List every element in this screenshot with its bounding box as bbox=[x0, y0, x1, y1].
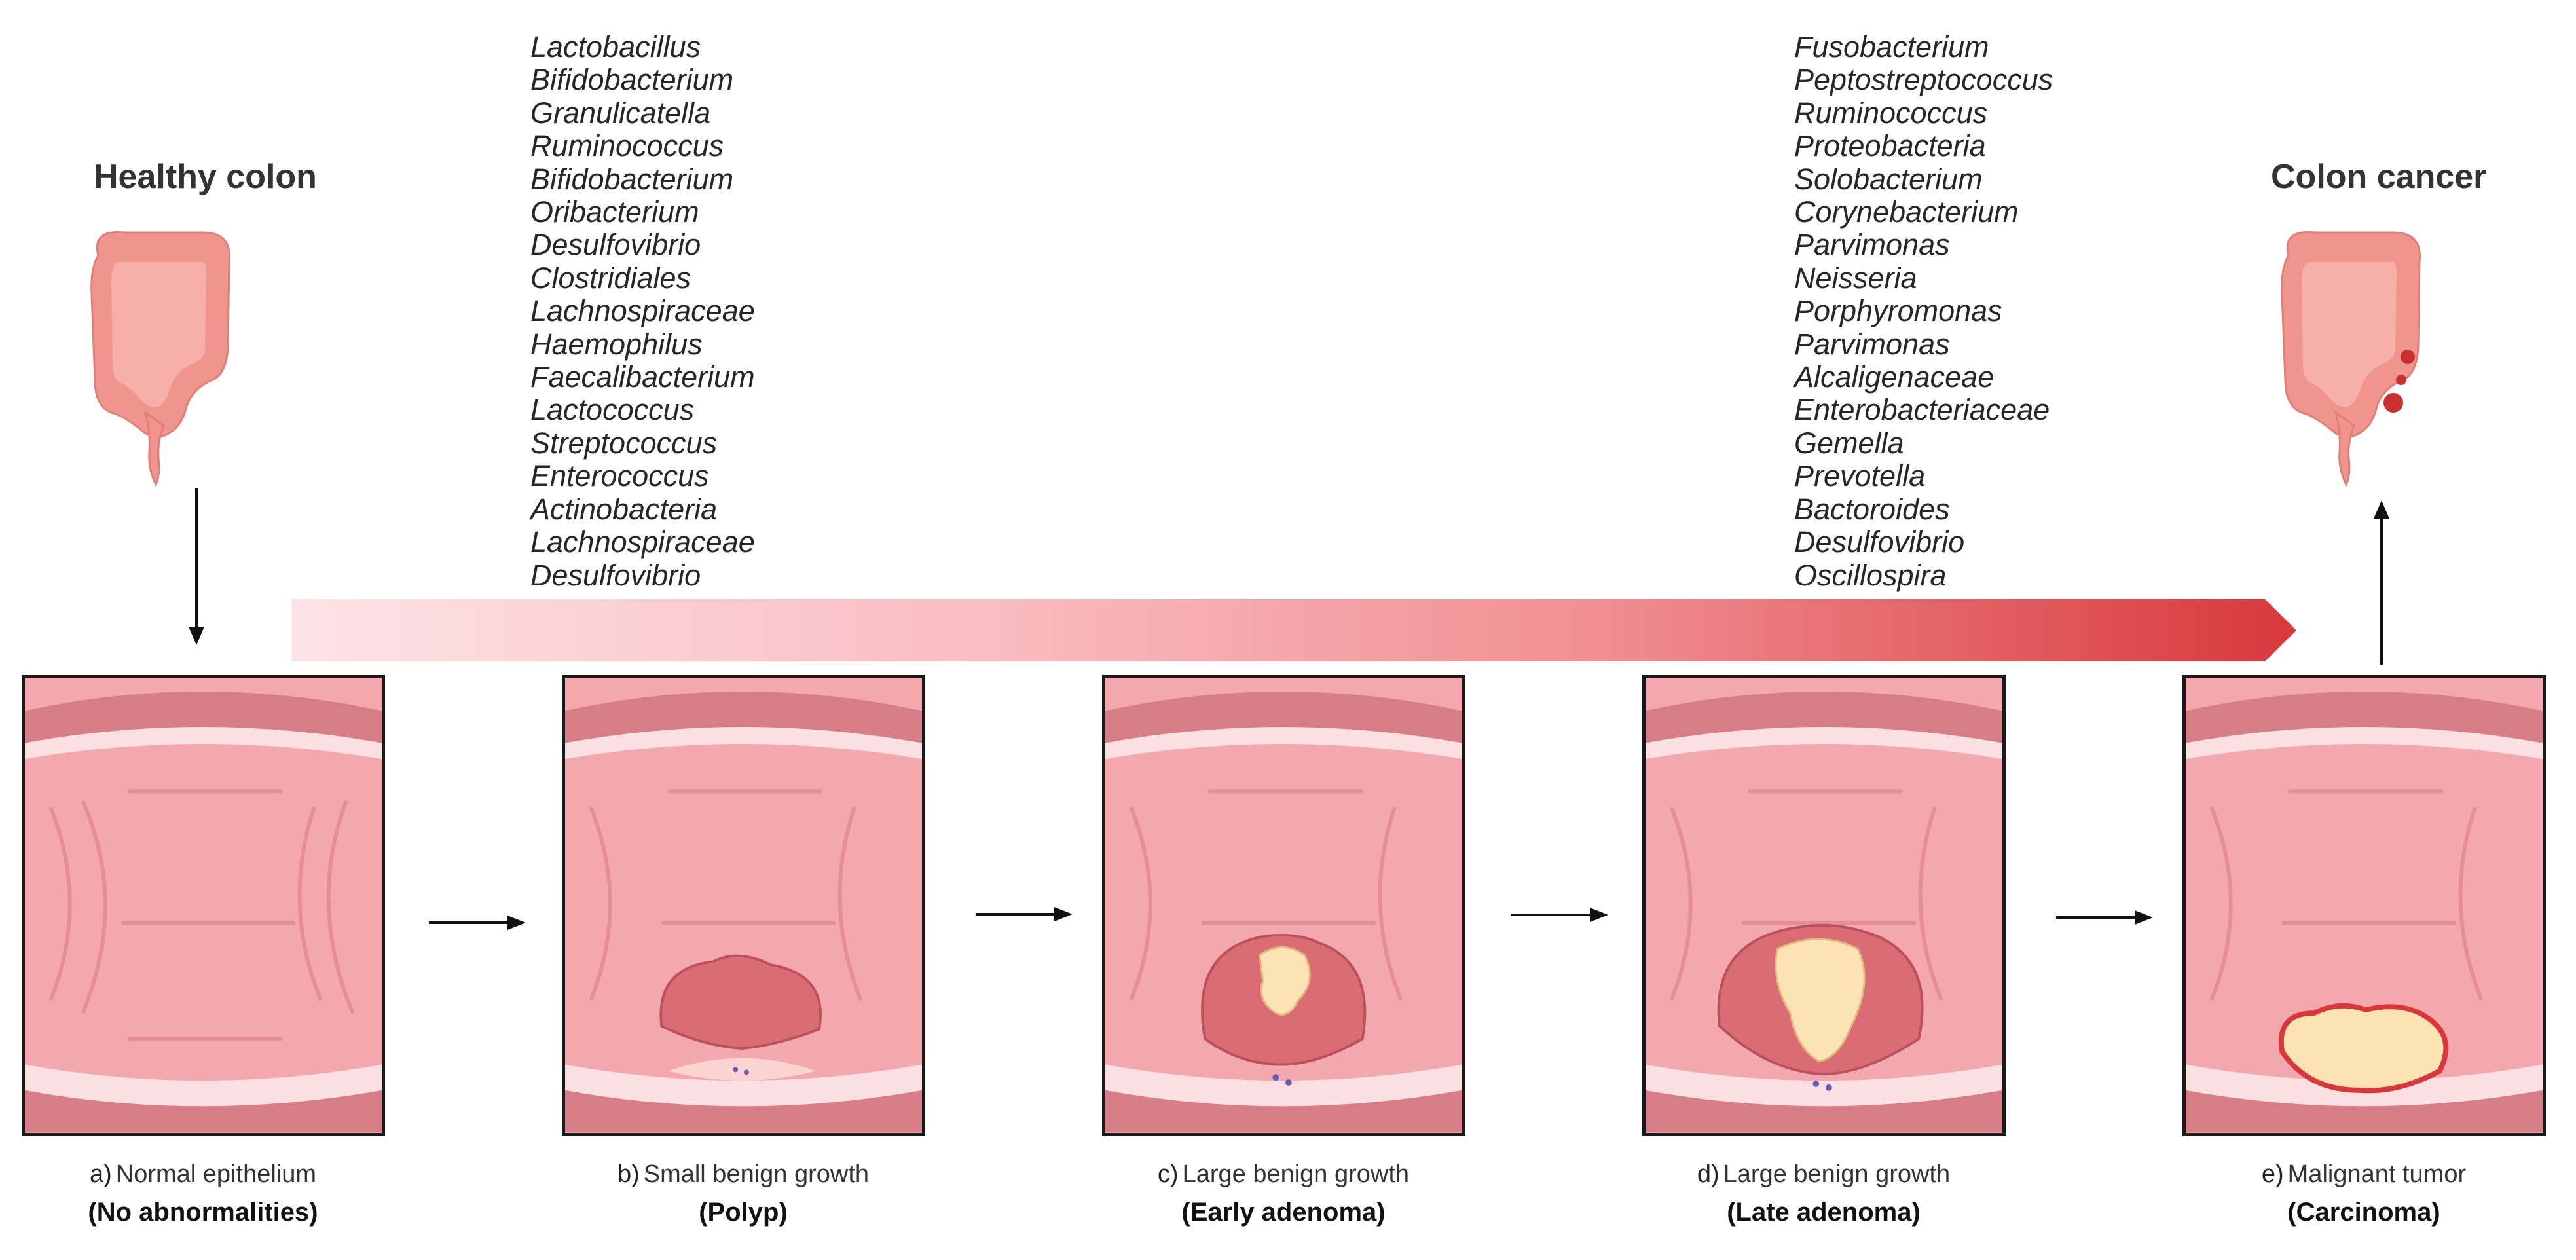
bacterium-name: Corynebacterium bbox=[1794, 195, 2019, 229]
stage-detail: (Late adenoma) bbox=[1727, 1198, 1921, 1227]
colon-cancer-title: Colon cancer bbox=[2271, 158, 2487, 196]
right-arrow-icon bbox=[1511, 908, 1608, 922]
bacterium-name: Bactoroides bbox=[1794, 492, 1950, 526]
cancer-colon-icon bbox=[2281, 231, 2421, 487]
bacterium-name: Desulfovibrio bbox=[530, 228, 701, 262]
right-arrow-icon bbox=[976, 907, 1073, 921]
bacterium-name: Granulicatella bbox=[530, 96, 711, 130]
healthy-colon-icon bbox=[90, 231, 230, 487]
early-adenoma-image bbox=[1105, 678, 1462, 1132]
stage-detail: (No abnormalities) bbox=[88, 1198, 318, 1227]
bacterium-name: Faecalibacterium bbox=[530, 360, 755, 394]
stage-detail: (Early adenoma) bbox=[1181, 1198, 1386, 1227]
stage-caption-c: c)Large benign growth (Early adenoma) bbox=[1087, 1160, 1480, 1227]
progression-gradient-arrow bbox=[291, 599, 2296, 661]
bacterium-name: Enterococcus bbox=[530, 459, 709, 493]
bacterium-name: Bifidobacterium bbox=[530, 162, 734, 196]
bacterium-name: Desulfovibrio bbox=[530, 558, 701, 592]
stage-panel-e bbox=[2182, 675, 2546, 1136]
stage-label: Large benign growth bbox=[1182, 1160, 1410, 1188]
stage-letter: c) bbox=[1157, 1160, 1179, 1188]
stage-detail: (Polyp) bbox=[699, 1198, 788, 1227]
bacterium-name: Actinobacteria bbox=[530, 492, 718, 526]
bacterium-name: Bifidobacterium bbox=[530, 63, 734, 97]
stage-letter: e) bbox=[2261, 1160, 2284, 1188]
bacterium-name: Solobacterium bbox=[1794, 162, 1983, 196]
bacterium-name: Oribacterium bbox=[530, 195, 699, 229]
stage-panel-a bbox=[22, 675, 385, 1136]
right-arrow-icon bbox=[429, 916, 526, 930]
bacterium-name: Prevotella bbox=[1794, 459, 1926, 493]
bacterium-name: Lactobacillus bbox=[530, 30, 701, 64]
bacterium-name: Haemophilus bbox=[530, 327, 703, 361]
stage-panel-c bbox=[1102, 675, 1465, 1136]
bacterium-name: Streptococcus bbox=[530, 426, 718, 460]
bacterium-name: Proteobacteria bbox=[1794, 129, 1986, 163]
bacterium-name: Porphyromonas bbox=[1794, 294, 2002, 328]
healthy-colon-title: Healthy colon bbox=[94, 158, 317, 196]
bacterium-name: Desulfovibrio bbox=[1794, 525, 1965, 559]
stage-letter: d) bbox=[1697, 1160, 1720, 1188]
bacterium-name: Clostridiales bbox=[530, 261, 691, 295]
bacterium-name: Lachnospiraceae bbox=[530, 525, 755, 559]
stage-caption-b: b)Small benign growth (Polyp) bbox=[547, 1160, 940, 1227]
bacterium-name: Neisseria bbox=[1794, 261, 1917, 295]
normal-epithelium-image bbox=[25, 678, 382, 1132]
stage-panel-d bbox=[1642, 675, 2006, 1136]
stage-label: Large benign growth bbox=[1723, 1160, 1951, 1188]
stage-letter: b) bbox=[617, 1160, 640, 1188]
stage-detail: (Carcinoma) bbox=[2287, 1198, 2440, 1227]
bacterium-name: Enterobacteriaceae bbox=[1794, 393, 2050, 427]
stage-caption-d: d)Large benign growth (Late adenoma) bbox=[1627, 1160, 2020, 1227]
stage-letter: a) bbox=[89, 1160, 112, 1188]
up-arrow-icon bbox=[2374, 500, 2389, 665]
stage-caption-a: a)Normal epithelium (No abnormalities) bbox=[20, 1160, 386, 1227]
bacterium-name: Ruminococcus bbox=[1794, 96, 1988, 130]
bacterium-name: Fusobacterium bbox=[1794, 30, 1989, 64]
bacterium-name: Peptostreptococcus bbox=[1794, 63, 2053, 97]
bacterium-name: Gemella bbox=[1794, 426, 1904, 460]
bacterium-name: Lactococcus bbox=[530, 393, 695, 427]
carcinoma-image bbox=[2186, 678, 2543, 1132]
bacterium-name: Parvimonas bbox=[1794, 228, 1950, 262]
stage-label: Malignant tumor bbox=[2287, 1160, 2467, 1188]
right-arrow-icon bbox=[2056, 910, 2153, 925]
bacterium-name: Lachnospiraceae bbox=[530, 294, 755, 328]
late-adenoma-image bbox=[1646, 678, 2002, 1132]
stage-label: Normal epithelium bbox=[115, 1160, 317, 1188]
down-arrow-icon bbox=[189, 488, 204, 645]
stage-label: Small benign growth bbox=[643, 1160, 870, 1188]
bacterium-name: Oscillospira bbox=[1794, 558, 1947, 592]
bacterium-name: Alcaligenaceae bbox=[1794, 360, 1995, 394]
stage-caption-e: e)Malignant tumor (Carcinoma) bbox=[2174, 1160, 2554, 1227]
stage-panel-b bbox=[562, 675, 925, 1136]
bacterium-name: Ruminococcus bbox=[530, 129, 724, 163]
polyp-image bbox=[565, 678, 922, 1132]
bacterium-name: Parvimonas bbox=[1794, 327, 1950, 361]
